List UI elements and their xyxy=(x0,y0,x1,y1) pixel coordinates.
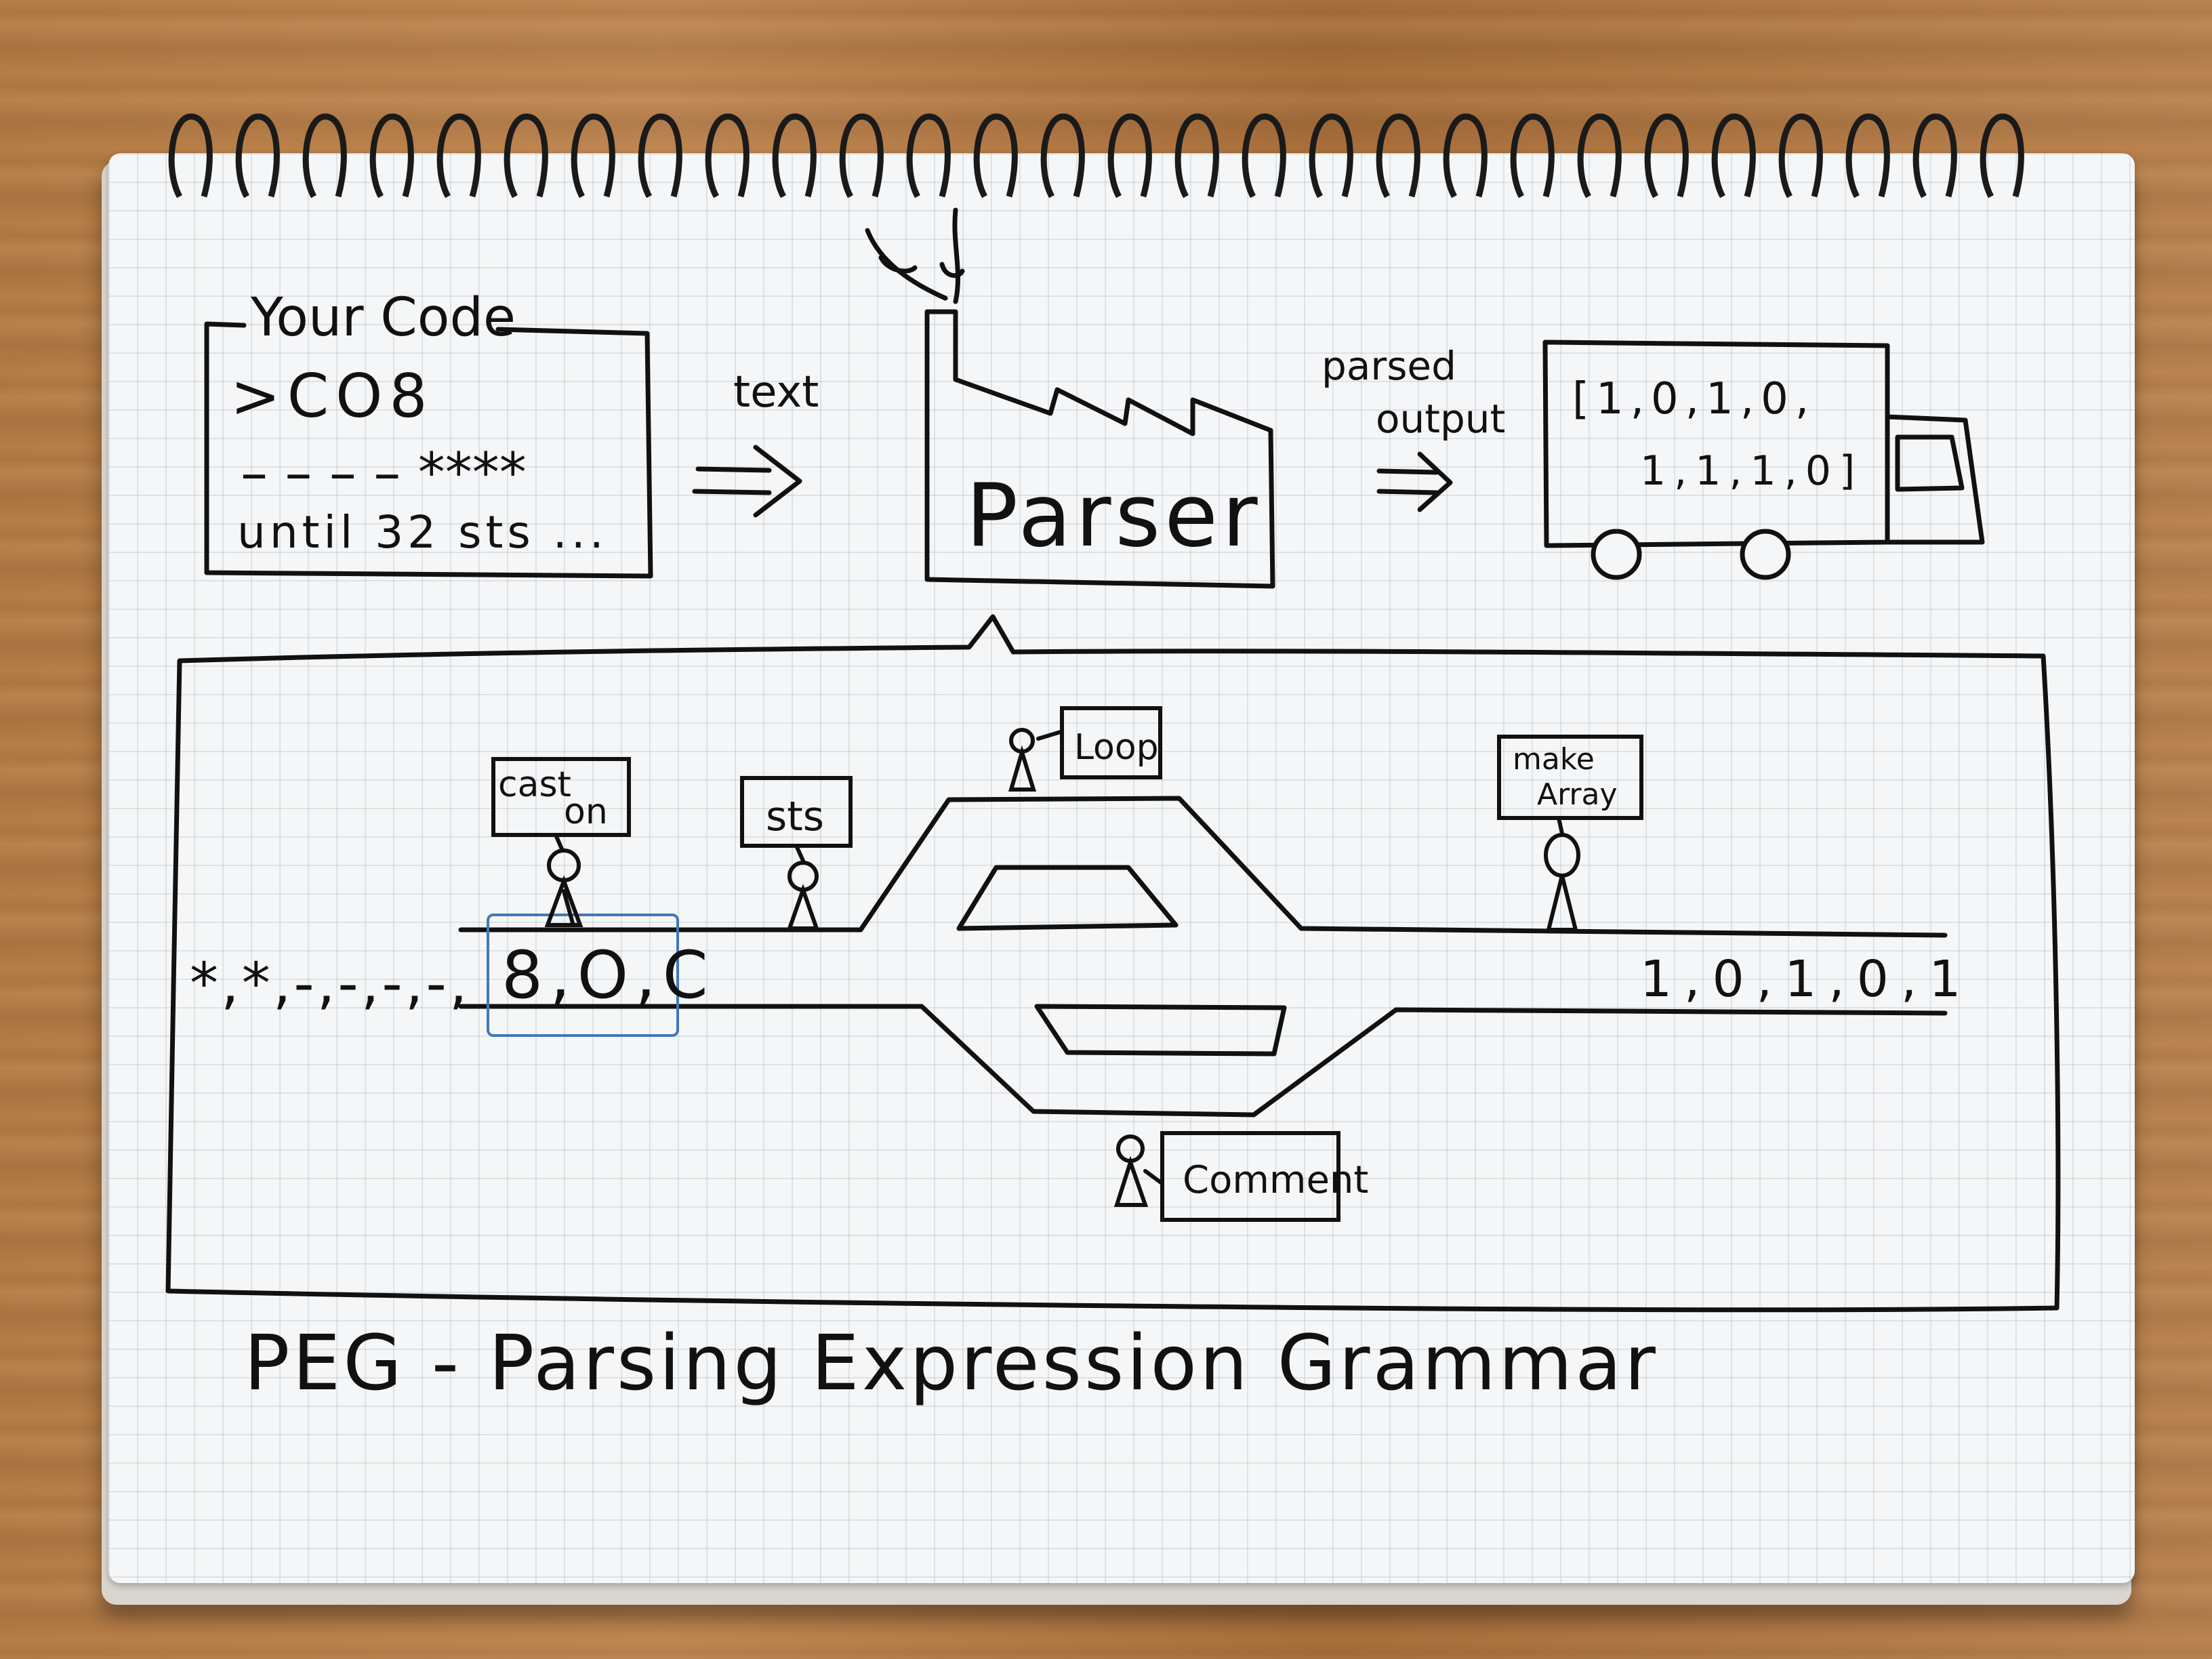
code-box-title: Your Code xyxy=(250,287,516,348)
arrow-output-label-line-1: parsed xyxy=(1322,343,1456,389)
lower-track xyxy=(458,1004,1948,1118)
worker-make-array xyxy=(1497,735,1643,932)
spiral-ring xyxy=(1912,113,1957,199)
truck-output-line-2: 1,1,1,0] xyxy=(1640,447,1863,495)
spiral-ring xyxy=(571,113,615,199)
notebook-page xyxy=(108,153,2135,1583)
make-array-worker-head xyxy=(1544,833,1580,878)
sts-worker-body xyxy=(786,883,820,930)
spiral-ring xyxy=(504,113,548,199)
worker-comment xyxy=(1113,1131,1340,1222)
make-array-sign-line-2: Array xyxy=(1537,777,1618,812)
input-highlight-box xyxy=(487,914,679,1037)
loop-worker-body xyxy=(1008,730,1063,792)
spiral-ring xyxy=(235,113,280,199)
arrow-output-label-line-2: output xyxy=(1376,396,1505,442)
spiral-ring xyxy=(1040,113,1085,199)
worker-loop xyxy=(1008,706,1162,792)
upper-track xyxy=(458,796,1948,938)
factory-interior-frame xyxy=(165,614,2061,1313)
spiral-ring xyxy=(369,113,414,199)
make-array-sign-line-1: make xyxy=(1513,742,1595,777)
spiral-ring xyxy=(906,113,951,199)
spiral-ring xyxy=(772,113,817,199)
spiral-ring xyxy=(638,113,682,199)
spiral-binding xyxy=(168,113,2024,199)
output-stream-text: 1,0,1,0,1 xyxy=(1640,950,1973,1008)
loop-sign xyxy=(1060,706,1162,779)
sts-sign-label: sts xyxy=(766,793,824,840)
make-array-worker-body xyxy=(1546,875,1578,932)
caption: PEG - Parsing Expression Grammar xyxy=(244,1319,1658,1408)
worker-sts xyxy=(740,776,853,930)
spiral-ring xyxy=(705,113,750,199)
make-array-sign xyxy=(1497,735,1643,820)
factory-label: Parser xyxy=(966,466,1262,567)
spiral-ring xyxy=(1309,113,1353,199)
input-highlight-text: 8,O,C xyxy=(501,937,715,1013)
spiral-ring xyxy=(1577,113,1622,199)
spiral-ring xyxy=(1980,113,2024,199)
spiral-ring xyxy=(1778,113,1823,199)
truck-wheel-rear xyxy=(1740,529,1791,580)
comment-sign-label: Comment xyxy=(1183,1158,1368,1202)
spiral-ring xyxy=(1174,113,1219,199)
code-line-2: – – – – **** xyxy=(241,441,527,504)
spiral-ring xyxy=(1510,113,1555,199)
spiral-ring xyxy=(1107,113,1152,199)
spiral-ring xyxy=(839,113,884,199)
code-box-frame xyxy=(204,321,653,579)
code-line-1: >CO8 xyxy=(230,361,434,431)
spiral-ring xyxy=(1376,113,1420,199)
code-line-3: until 32 sts ... xyxy=(237,506,608,558)
spiral-ring xyxy=(1711,113,1756,199)
truck-output-line-1: [1,0,1,0, xyxy=(1572,374,1816,424)
spiral-ring xyxy=(1443,113,1488,199)
loop-sign-label: Loop xyxy=(1074,727,1159,768)
cast-on-sign-line-2: on xyxy=(564,792,608,832)
spiral-ring xyxy=(973,113,1018,199)
spiral-ring xyxy=(302,113,347,199)
input-stream-text: *,*,-,-,-,-, xyxy=(190,950,470,1017)
cast-on-sign xyxy=(491,757,631,837)
spiral-ring xyxy=(436,113,481,199)
truck-wheel-front xyxy=(1591,529,1642,580)
truck-body xyxy=(1542,340,1985,548)
arrow-text-label: text xyxy=(733,367,819,417)
arrow-text-icon xyxy=(692,445,802,518)
spiral-ring xyxy=(168,113,213,199)
lower-island xyxy=(1034,1004,1287,1057)
worker-cast-on xyxy=(491,757,631,927)
arrow-output-icon xyxy=(1376,451,1453,512)
cast-on-sign-line-1: cast xyxy=(498,764,571,805)
spiral-ring xyxy=(1242,113,1286,199)
comment-worker-body xyxy=(1113,1155,1163,1207)
spiral-ring xyxy=(1845,113,1890,199)
smoke-icon xyxy=(865,207,965,304)
factory-outline xyxy=(924,309,1275,589)
spiral-ring xyxy=(1644,113,1689,199)
comment-sign xyxy=(1160,1131,1340,1222)
truck-window xyxy=(1895,434,1965,492)
upper-island xyxy=(956,865,1179,931)
cast-on-worker-body xyxy=(544,875,583,927)
